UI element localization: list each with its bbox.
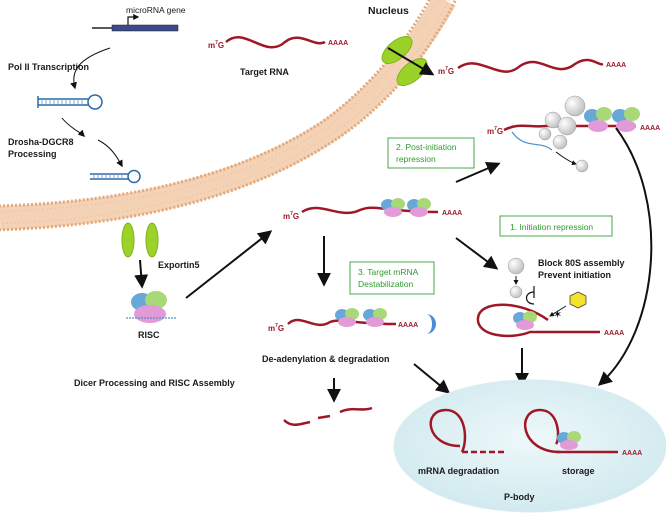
pre-mirna-hairpin-icon	[90, 169, 141, 184]
post-init-title: 2. Post-initiation	[396, 142, 457, 152]
target-rna-cytoplasm: m7G AAAA	[438, 58, 626, 76]
drosha-label-1: Drosha-DGCR8	[8, 137, 74, 147]
prevent-initiation-label: Prevent initiation	[538, 270, 611, 280]
central-rna-tail: AAAA	[442, 210, 462, 217]
nuclear-membrane	[0, 0, 458, 232]
storage-label: storage	[562, 466, 595, 476]
svg-text:m7G: m7G	[208, 40, 224, 50]
initiation-repression-box: 1. Initiation repression	[499, 215, 613, 237]
central-rna-risc: m7G AAAA	[283, 198, 462, 221]
p-body: AAAA	[393, 379, 666, 513]
svg-text:m7G: m7G	[268, 323, 284, 333]
pbody-rna-tail: AAAA	[622, 450, 642, 457]
degraded-rna-fragments	[283, 406, 373, 426]
pri-mirna-hairpin-icon	[37, 94, 103, 110]
deadenyl-rna-tail: AAAA	[398, 322, 418, 329]
microrna-gene-label: microRNA gene	[126, 5, 186, 15]
destab-subtitle: Destabilization	[358, 279, 414, 289]
nucleus-label: Nucleus	[368, 5, 409, 17]
destabilization-box: 3. Target mRNA Destabilization	[349, 261, 435, 295]
target-rna-label: Target RNA	[240, 67, 289, 77]
post-init-subtitle: repression	[396, 154, 436, 164]
post-initiation-complex: m7G AAAA	[487, 95, 660, 173]
post-init-tail: AAAA	[640, 125, 660, 132]
destab-title: 3. Target mRNA	[358, 267, 419, 277]
cyto-rna-tail: AAAA	[606, 62, 626, 69]
pol2-label: Pol II Transcription	[8, 62, 89, 72]
block-80s-label: Block 80S assembly	[538, 258, 625, 268]
exportin-pore-left	[121, 222, 135, 258]
exportin-pore-right	[145, 222, 159, 258]
post-initiation-box: 2. Post-initiation repression	[387, 137, 475, 169]
init-rna-tail: AAAA	[604, 330, 624, 337]
target-rna-tail: AAAA	[328, 40, 348, 47]
initiation-repression-complex: ✶ AAAA	[476, 257, 624, 338]
deadenylation-label: De-adenylation & degradation	[262, 354, 390, 364]
dicer-label: Dicer Processing and RISC Assembly	[74, 378, 235, 388]
initiation-repression-title: 1. Initiation repression	[510, 222, 593, 232]
svg-text:m7G: m7G	[487, 126, 503, 136]
microrna-gene-icon	[92, 14, 179, 32]
exportin-label: Exportin5	[158, 260, 200, 270]
drosha-label-2: Processing	[8, 149, 57, 159]
risc-complex-icon	[126, 291, 176, 323]
pbody-label: P-body	[504, 492, 535, 502]
svg-text:m7G: m7G	[438, 66, 454, 76]
svg-text:m7G: m7G	[283, 211, 299, 221]
risc-label: RISC	[138, 330, 160, 340]
mrna-degradation-label: mRNA degradation	[418, 466, 499, 476]
deadenylation-complex: m7G AAAA	[268, 308, 436, 334]
svg-text:✶: ✶	[553, 308, 562, 321]
target-rna-nuclear: m7G AAAA	[208, 35, 348, 50]
